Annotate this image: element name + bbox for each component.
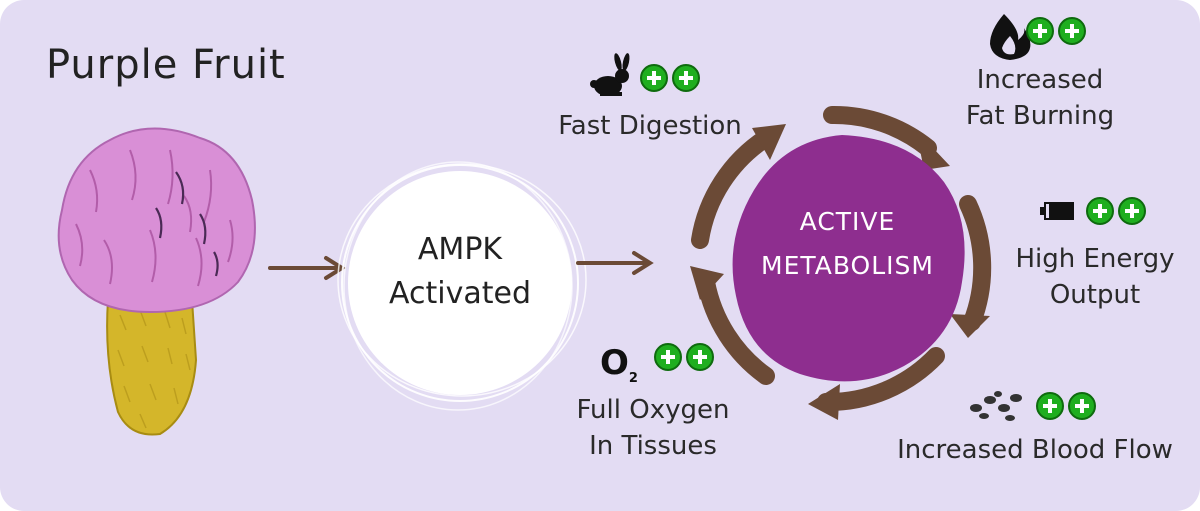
metabolism-blob	[732, 135, 965, 382]
ampk-line2: Activated	[389, 276, 531, 311]
metabolism-line2: METABOLISM	[761, 251, 934, 280]
page-title: Purple Fruit	[46, 42, 286, 88]
benefit-label-line2: In Tissues	[589, 431, 717, 461]
plus-icon	[1058, 17, 1086, 45]
flame-icon	[990, 14, 1031, 60]
benefit-label-line1: High Energy	[1015, 244, 1175, 274]
ampk-circle	[337, 161, 587, 411]
fat-burning-plus-badges	[1026, 17, 1086, 45]
benefit-high-energy: High Energy Output	[1000, 241, 1190, 313]
benefit-label-line2: Output	[1049, 280, 1141, 310]
arrow-fruit-to-ampk	[268, 256, 346, 280]
benefit-label-line1: Increased Blood Flow	[897, 435, 1173, 465]
plus-icon	[1068, 392, 1096, 420]
oxygen-icon: O2	[600, 343, 638, 386]
purple-fruit-illustration	[57, 127, 256, 436]
benefit-label-line2: Fat Burning	[965, 101, 1115, 131]
rabbit-icon	[590, 53, 630, 96]
benefit-fast-digestion: Fast Digestion	[540, 108, 760, 144]
plus-icon	[640, 64, 668, 92]
plus-icon	[672, 64, 700, 92]
oxygen-subscript: 2	[628, 370, 638, 386]
oxygen-plus-badges	[654, 343, 714, 371]
plus-icon	[1026, 17, 1054, 45]
cycle-arrowheads	[690, 124, 990, 420]
benefit-label-line1: Fast Digestion	[558, 111, 742, 141]
battery-icon	[1040, 202, 1074, 220]
energy-plus-badges	[1086, 197, 1146, 225]
plus-icon	[1118, 197, 1146, 225]
plus-icon	[654, 343, 682, 371]
plus-icon	[1036, 392, 1064, 420]
benefit-label-line1: Increased	[976, 65, 1104, 95]
plus-icon	[1086, 197, 1114, 225]
blood-cells-icon	[970, 391, 1022, 421]
metabolism-line1: ACTIVE	[799, 207, 896, 236]
ampk-line1: AMPK	[417, 232, 503, 267]
benefit-full-oxygen: Full Oxygen In Tissues	[548, 392, 758, 464]
plus-icon	[686, 343, 714, 371]
ampk-label: AMPK Activated	[355, 228, 565, 316]
benefit-blood-flow: Increased Blood Flow	[880, 432, 1190, 468]
fast-digestion-plus-badges	[640, 64, 700, 92]
metabolism-label: ACTIVE METABOLISM	[740, 200, 955, 288]
arrow-ampk-to-metabolism	[576, 251, 654, 275]
oxygen-symbol: O	[600, 343, 629, 383]
benefit-label-line1: Full Oxygen	[576, 395, 730, 425]
benefit-fat-burning: Increased Fat Burning	[930, 62, 1150, 134]
blood-flow-plus-badges	[1036, 392, 1096, 420]
